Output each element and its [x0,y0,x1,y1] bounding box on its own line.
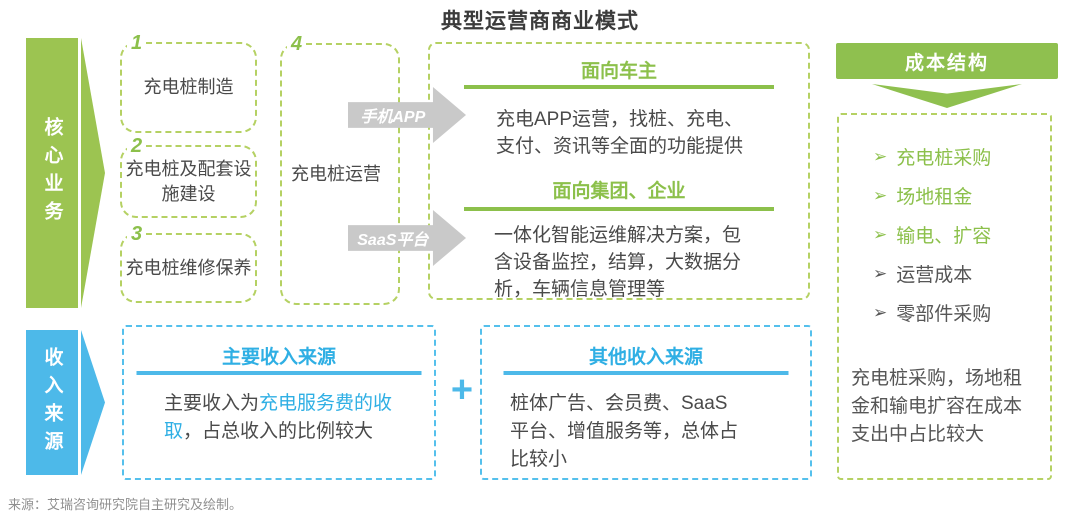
cost-item: ➢ 输电、扩容 [873,221,991,248]
other-revenue-heading: 其他收入来源 [588,347,703,368]
plus-icon: + [450,368,474,411]
primary-revenue-body-highlight: 充电服务费的收取 [164,393,393,442]
heading-underline [464,207,774,211]
core-box-1-label: 充电桩制造 [143,77,234,97]
cost-item: ➢ 运营成本 [873,260,991,287]
heading-underline [464,85,774,89]
box-number-2: 2 [127,134,147,159]
other-revenue-box: 其他收入来源 桩体广告、会员费、SaaS平台、增值服务等，总体占比较小 [480,325,812,480]
cost-item: ➢ 场地租金 [873,182,991,209]
arrow-bullet-icon: ➢ [873,263,888,283]
service-heading-enterprises: 面向集团、企业 [552,181,686,202]
core-box-maintenance: 3 充电桩维修保养 [120,222,257,303]
arrow-bullet-icon: ➢ [873,185,888,205]
source-note: 来源：艾瑞咨询研究院自主研究及绘制。 [8,497,243,512]
service-heading-car-owners: 面向车主 [580,61,657,82]
service-panel: 面向车主 充电APP运营，找桩、充电、支付、资讯等全面的功能提供 面向集团、企业… [428,42,810,300]
box-number-1: 1 [127,31,147,56]
primary-revenue-body-prefix: 主要收入为 [164,393,260,414]
primary-revenue-body-suffix: ，占总收入的比例较大 [183,421,374,442]
cost-structure-panel: ➢ 充电桩采购 ➢ 场地租金 ➢ 输电、扩容 ➢ 运营成本 ➢ 零部件采购 充电… [837,113,1052,480]
primary-revenue-box: 主要收入来源 主要收入为充电服务费的收取，占总收入的比例较大 [122,325,436,480]
primary-revenue-heading: 主要收入来源 [221,347,336,368]
cost-structure-down-arrow-shape [872,84,1022,108]
cost-item-label: 零部件采购 [896,304,992,325]
arrow-bullet-icon: ➢ [873,302,888,322]
cost-note: 充电桩采购，场地租金和输电扩容在成本支出中占比较大 [851,368,1023,445]
other-revenue-body: 桩体广告、会员费、SaaS平台、增值服务等，总体占比较小 [510,393,739,470]
cost-item-label: 输电、扩容 [896,226,992,247]
page-title: 典型运营商商业模式 [441,10,639,33]
core-business-banner-label: 核心业务 [41,117,63,229]
revenue-banner-label: 收入来源 [41,346,63,459]
heading-underline [136,371,422,375]
box-number-4: 4 [287,32,307,57]
cost-structure-header: 成本结构 [836,43,1058,79]
arrow-bullet-icon: ➢ [873,146,888,166]
core-box-pile-manufacturing: 1 充电桩制造 [120,31,257,133]
cost-item-label: 场地租金 [896,187,973,208]
core-box-pile-operation: 4 充电桩运营 [280,32,400,305]
box-number-3: 3 [127,222,147,247]
revenue-banner-arrow-shape [81,330,105,475]
cost-item-label: 充电桩采购 [896,148,992,169]
cost-item: ➢ 充电桩采购 [873,143,991,170]
core-business-banner-arrow-shape [81,38,105,308]
core-business-banner: 核心业务 [26,38,78,308]
phone-app-arrow-label: 手机APP [360,109,426,126]
saas-platform-arrow-label: SaaS平台 [357,232,429,249]
primary-revenue-body: 主要收入为充电服务费的收取，占总收入的比例较大 [164,390,404,446]
cost-item-label: 运营成本 [896,265,973,286]
arrow-bullet-icon: ➢ [873,224,888,244]
core-box-2-label: 充电桩及配套设施建设 [125,158,252,204]
heading-underline [503,371,789,375]
service-body-enterprises: 一体化智能运维解决方案，包含设备监控，结算，大数据分析，车辆信息管理等 [494,225,742,300]
cost-item: ➢ 零部件采购 [873,299,991,326]
service-body-car-owners: 充电APP运营，找桩、充电、支付、资讯等全面的功能提供 [496,109,744,157]
revenue-banner: 收入来源 [26,330,78,475]
core-box-3-label: 充电桩维修保养 [125,257,252,278]
core-box-facility-construction: 2 充电桩及配套设施建设 [120,134,257,218]
cost-item-list: ➢ 充电桩采购 ➢ 场地租金 ➢ 输电、扩容 ➢ 运营成本 ➢ 零部件采购 [873,143,991,326]
core-box-4-label: 充电桩运营 [291,163,381,184]
